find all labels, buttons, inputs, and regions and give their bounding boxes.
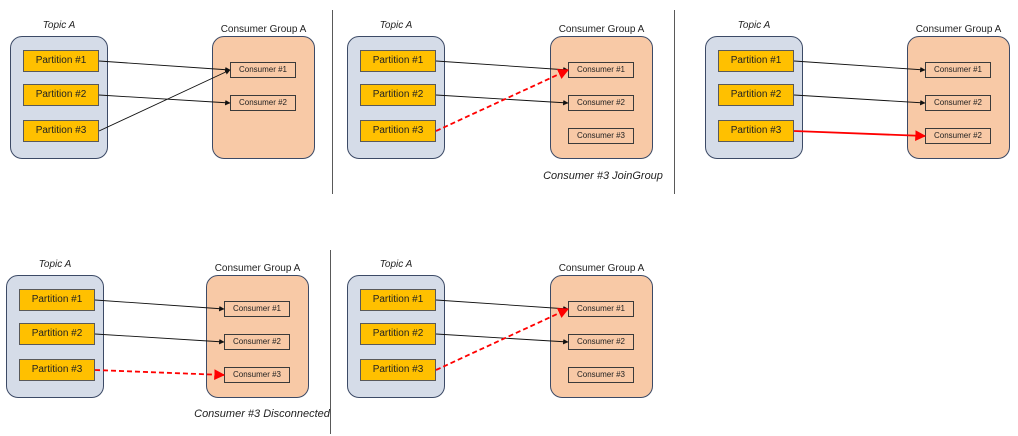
assignment-arrow (98, 60, 231, 73)
panel-caption: Consumer #3 Disconnected (194, 408, 330, 420)
reassignment-arrow (435, 69, 569, 132)
consumer-box: Consumer #3 (568, 128, 634, 144)
consumer-box: Consumer #1 (224, 301, 290, 317)
assignment-arrow (98, 69, 231, 132)
assignment-arrow (435, 60, 569, 73)
consumer-box: Consumer #3 (224, 367, 290, 383)
reassignment-arrow (793, 130, 927, 142)
panel-caption: Consumer #3 JoinGroup (543, 170, 663, 182)
group-label: Consumer Group A (558, 263, 645, 274)
partition-box: Partition #1 (718, 50, 794, 72)
partition-box: Partition #2 (23, 84, 99, 106)
topic-label: Topic A (737, 20, 771, 31)
assignment-arrow (435, 94, 569, 106)
partition-box: Partition #1 (19, 289, 95, 311)
reassignment-arrow (94, 369, 226, 381)
partition-box: Partition #3 (718, 120, 794, 142)
partition-box: Partition #1 (23, 50, 99, 72)
group-label: Consumer Group A (220, 24, 307, 35)
topic-label: Topic A (38, 259, 72, 270)
consumer-box: Consumer #2 (230, 95, 296, 111)
consumer-box: Consumer #1 (230, 62, 296, 78)
assignment-arrow (435, 333, 569, 345)
consumer-box: Consumer #1 (568, 62, 634, 78)
partition-box: Partition #3 (19, 359, 95, 381)
consumer-box: Consumer #2 (568, 95, 634, 111)
assignment-arrow (435, 299, 569, 312)
consumer-box: Consumer #2 (925, 95, 991, 111)
divider-1 (332, 10, 333, 194)
assignment-arrow (793, 94, 926, 106)
partition-box: Partition #2 (360, 323, 436, 345)
divider-3 (330, 250, 331, 434)
consumer-box: Consumer #1 (568, 301, 634, 317)
consumer-box: Consumer #2 (568, 334, 634, 350)
consumer-box: Consumer #1 (925, 62, 991, 78)
divider-2 (674, 10, 675, 194)
partition-box: Partition #2 (360, 84, 436, 106)
assignment-arrow (94, 299, 225, 312)
topic-label: Topic A (379, 20, 413, 31)
partition-box: Partition #3 (360, 359, 436, 381)
reassignment-arrow (435, 308, 569, 371)
consumer-box: Consumer #3 (568, 367, 634, 383)
group-label: Consumer Group A (915, 24, 1002, 35)
group-label: Consumer Group A (558, 24, 645, 35)
consumer-box: Consumer #2 (925, 128, 991, 144)
partition-box: Partition #2 (718, 84, 794, 106)
group-label: Consumer Group A (214, 263, 301, 274)
partition-box: Partition #3 (23, 120, 99, 142)
partition-box: Partition #2 (19, 323, 95, 345)
topic-label: Topic A (379, 259, 413, 270)
assignment-arrow (94, 333, 225, 345)
partition-box: Partition #3 (360, 120, 436, 142)
partition-box: Partition #1 (360, 289, 436, 311)
assignment-arrow (793, 60, 926, 73)
partition-box: Partition #1 (360, 50, 436, 72)
consumer-box: Consumer #2 (224, 334, 290, 350)
topic-label: Topic A (42, 20, 76, 31)
assignment-arrow (98, 94, 231, 106)
